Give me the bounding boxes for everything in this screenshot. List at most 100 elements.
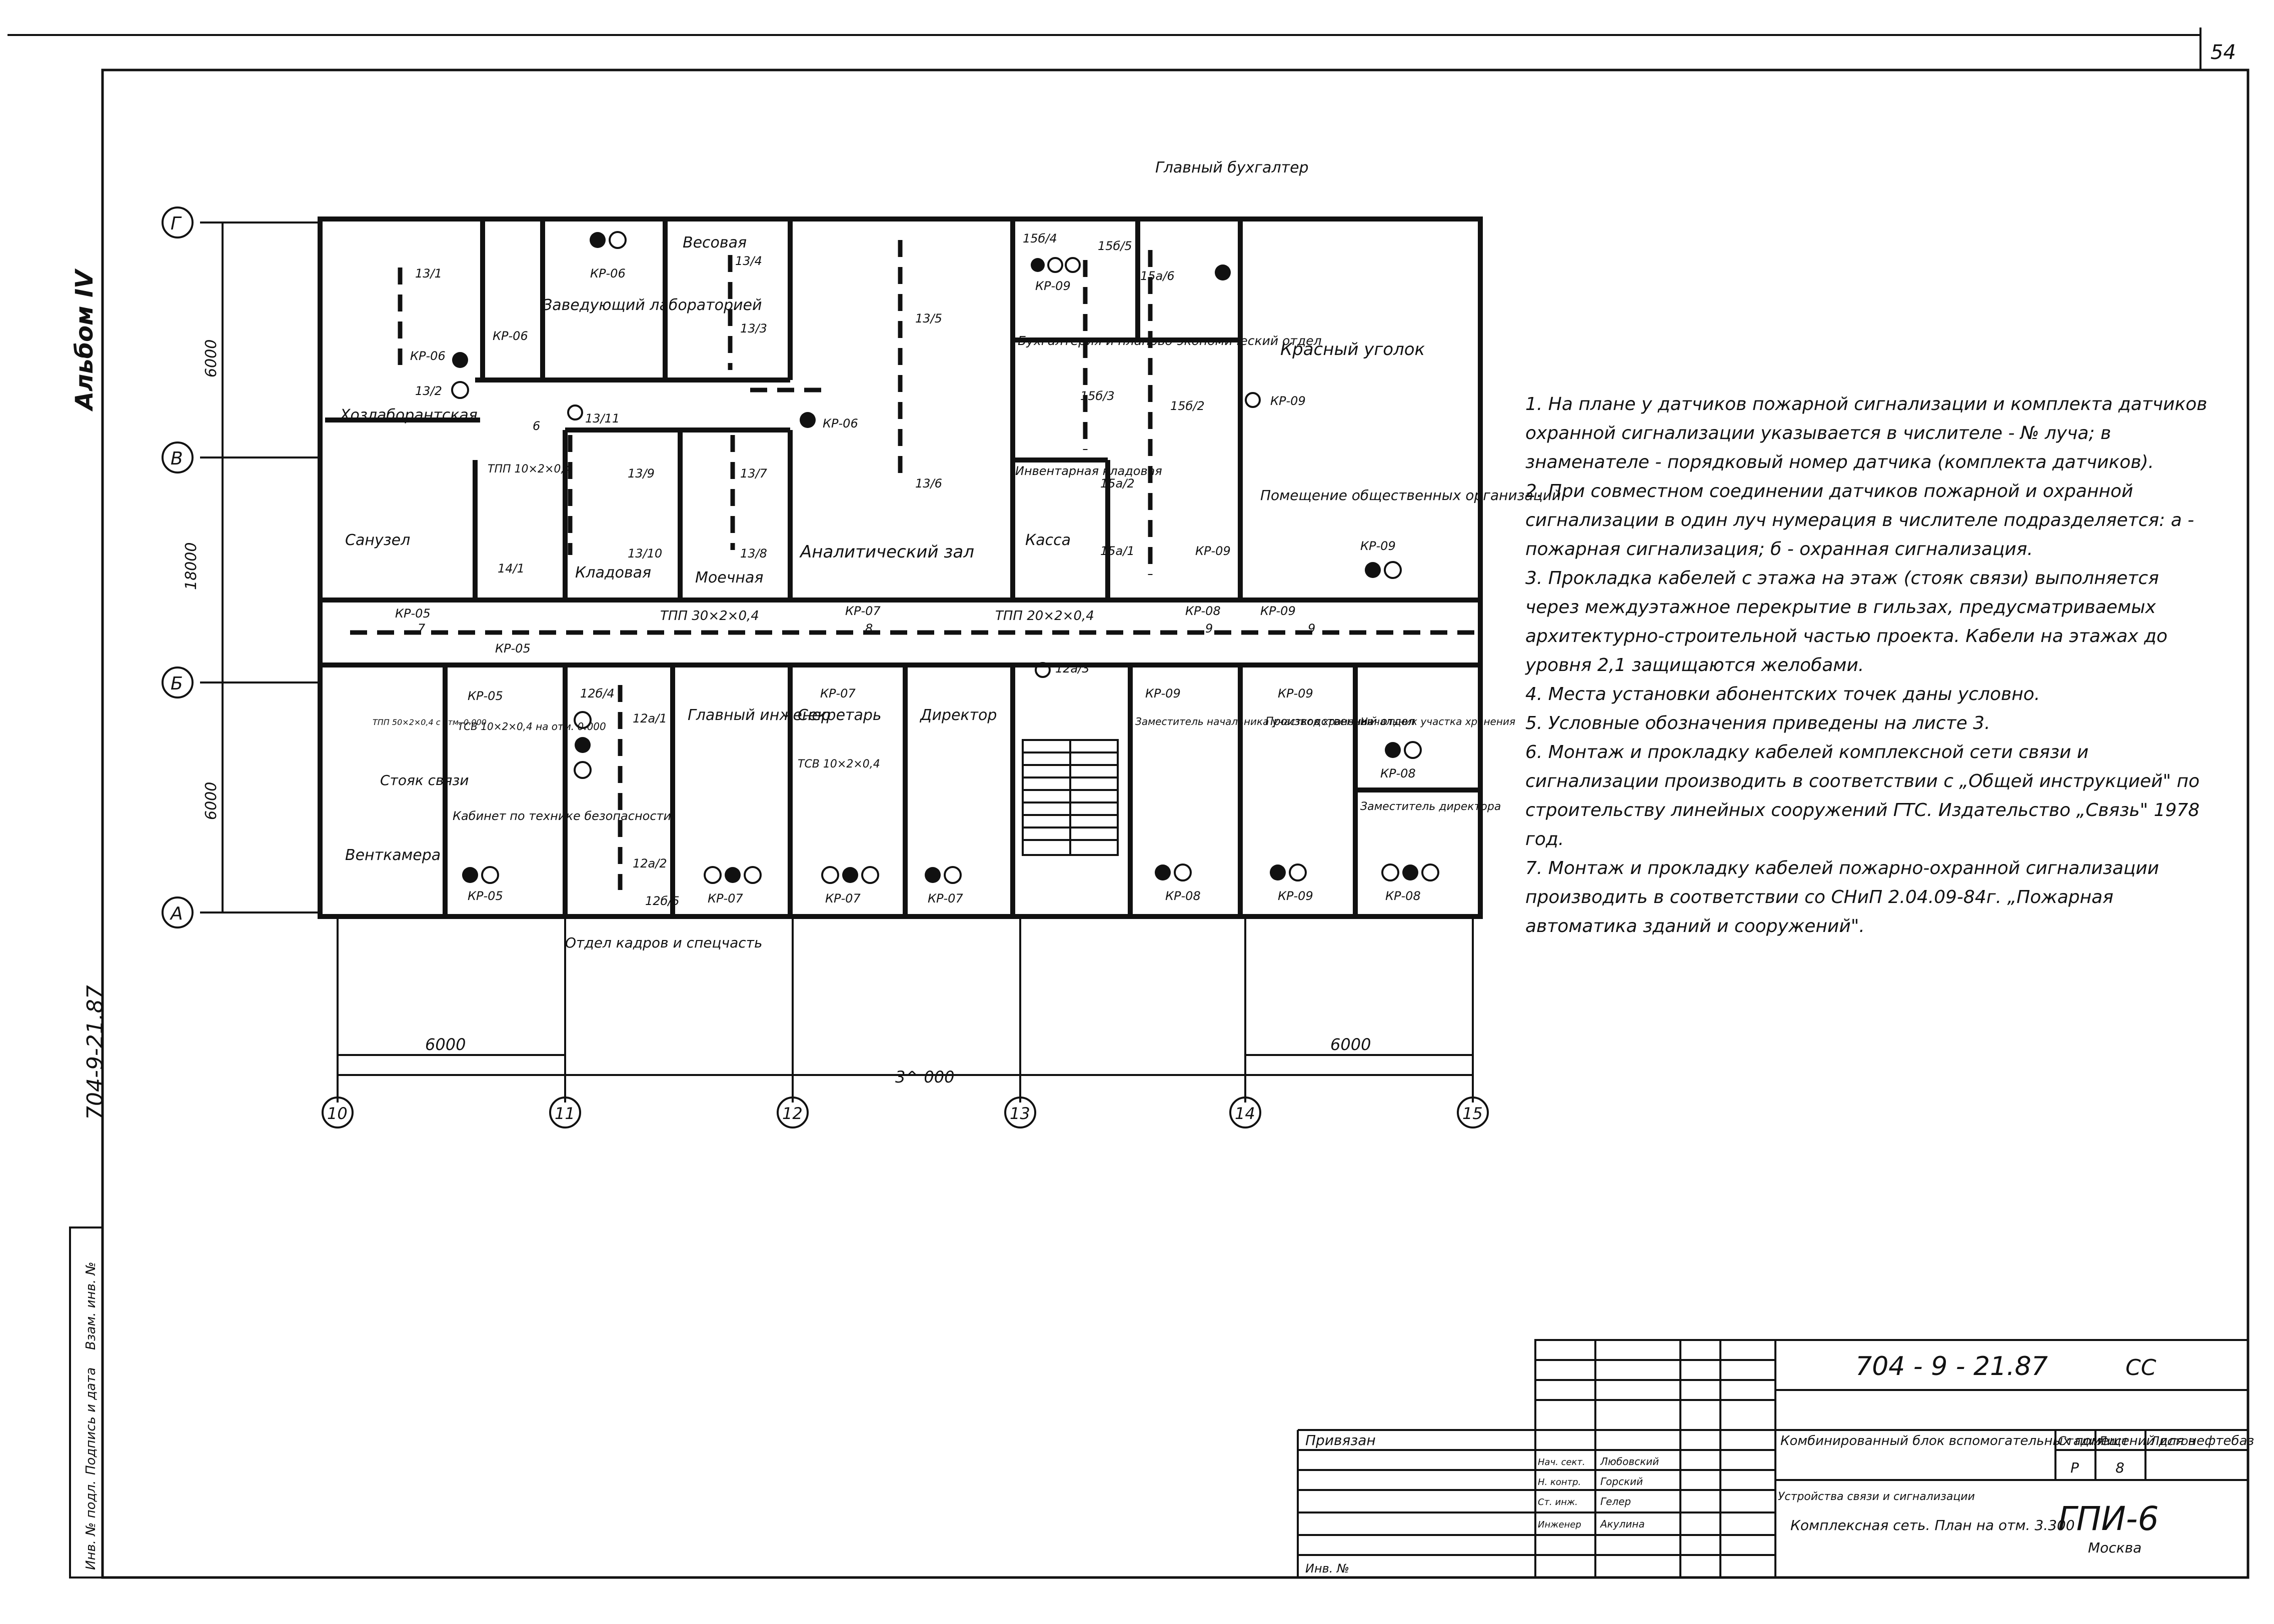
svg-text:Инвентарная кладовая: Инвентарная кладовая: [1015, 464, 1162, 478]
svg-text:Заместитель директора: Заместитель директора: [1360, 800, 1501, 813]
svg-text:КР-05: КР-05: [468, 889, 503, 903]
svg-text:КР-09: КР-09: [1145, 686, 1181, 700]
dim-bottom-2: 3^ 000: [895, 1068, 954, 1086]
axis-markers: Г В Б А 10 11 12 13 14 15: [162, 206, 1489, 1128]
svg-text:Стояк связи: Стояк связи: [380, 772, 469, 788]
svg-text:Красный уголок: Красный уголок: [1280, 340, 1425, 360]
svg-text:Аналитический зал: Аналитический зал: [799, 542, 974, 562]
outer-frame: [101, 68, 2249, 1579]
svg-text:КР-09: КР-09: [1035, 279, 1071, 293]
side-stamp-sign: Подпись и дата: [84, 1368, 99, 1475]
svg-text:КР-07: КР-07: [928, 892, 963, 906]
svg-text:12б/4: 12б/4: [580, 686, 615, 700]
svg-text:15а/1: 15а/1: [1100, 544, 1135, 558]
svg-text:13/7: 13/7: [740, 466, 768, 480]
svg-text:13/9: 13/9: [628, 466, 655, 480]
svg-text:Секретарь: Секретарь: [798, 706, 882, 724]
cable-labels: ТПП 30×2×0,4 ТПП 20×2×0,4 ТПП 10×2×0,4 Т…: [373, 463, 1094, 770]
note-3: 3. Прокладка кабелей с этажа на этаж (ст…: [1525, 568, 2168, 676]
svg-text:15а/2: 15а/2: [1100, 476, 1135, 490]
dim-bottom-1: 6000: [425, 1035, 466, 1054]
svg-text:КР-09: КР-09: [1195, 544, 1231, 558]
svg-text:8: 8: [865, 622, 873, 636]
svg-text:КР-06: КР-06: [493, 329, 528, 343]
svg-text:КР-06: КР-06: [823, 416, 858, 430]
svg-text:Директор: Директор: [919, 706, 997, 724]
svg-text:Бухгалтерия и планово-экономич: Бухгалтерия и планово-экономический отде…: [1018, 334, 1322, 348]
svg-text:13/2: 13/2: [415, 384, 442, 398]
svg-text:14/1: 14/1: [498, 562, 525, 576]
note-7: 7. Монтаж и прокладку кабелей пожарно-ох…: [1525, 858, 2159, 936]
dim-left-3: 6000: [203, 782, 220, 820]
side-stamp-inv: Инв. № подл.: [84, 1480, 99, 1570]
svg-text:КР-07: КР-07: [845, 604, 881, 618]
svg-text:Кабинет по технике безопасност: Кабинет по технике безопасности: [453, 809, 671, 823]
svg-text:13: 13: [1010, 1104, 1030, 1123]
room-labels: Хозлаборантская Заведующий лабораторией …: [339, 159, 1561, 951]
svg-text:Помещение общественных организ: Помещение общественных организаций: [1260, 487, 1561, 504]
svg-text:Начальник участка хранения: Начальник участка хранения: [1360, 716, 1515, 728]
svg-text:КР-09: КР-09: [1278, 889, 1313, 903]
svg-text:КР-05: КР-05: [468, 689, 503, 703]
svg-text:ТПП 50×2×0,4 с отм. 0.000: ТПП 50×2×0,4 с отм. 0.000: [373, 718, 487, 727]
svg-text:15б/5: 15б/5: [1098, 239, 1132, 253]
svg-text:Весовая: Весовая: [683, 234, 747, 252]
svg-text:13/1: 13/1: [415, 266, 442, 280]
svg-text:15б/4: 15б/4: [1023, 232, 1057, 246]
general-notes: 1. На плане у датчиков пожарной сигнализ…: [1525, 390, 2215, 941]
svg-text:Главный инженер: Главный инженер: [688, 706, 831, 724]
svg-text:КР-08: КР-08: [1380, 766, 1416, 780]
svg-text:12а/2: 12а/2: [633, 856, 667, 870]
dim-bottom-3: 6000: [1330, 1035, 1371, 1054]
svg-text:ТСВ 10×2×0,4: ТСВ 10×2×0,4: [798, 758, 880, 770]
svg-text:11: 11: [555, 1104, 575, 1123]
dim-left-2: 18000: [183, 542, 200, 590]
svg-text:КР-07: КР-07: [820, 686, 856, 700]
svg-text:Заведующий лабораторией: Заведующий лабораторией: [543, 296, 762, 314]
svg-text:Санузел: Санузел: [345, 532, 410, 549]
cable-routes: [350, 240, 1475, 890]
dimension-lines: [215, 222, 1473, 1076]
svg-text:14: 14: [1235, 1104, 1255, 1123]
svg-text:КР-07: КР-07: [825, 892, 861, 906]
svg-text:КР-05: КР-05: [395, 606, 431, 620]
sheet-number: 54: [2210, 41, 2236, 64]
svg-text:Производственный отдел: Производственный отдел: [1265, 716, 1415, 728]
svg-text:Отдел кадров и спецчасть: Отдел кадров и спецчасть: [565, 934, 762, 951]
svg-text:КР-05: КР-05: [495, 642, 531, 656]
svg-text:Кладовая: Кладовая: [575, 564, 651, 582]
svg-text:КР-09: КР-09: [1278, 686, 1313, 700]
note-6: 6. Монтаж и прокладку кабелей комплексно…: [1525, 742, 2200, 850]
svg-text:15а/6: 15а/6: [1140, 269, 1175, 283]
svg-text:12: 12: [782, 1104, 803, 1123]
svg-text:А: А: [170, 904, 183, 924]
staircase: [1022, 739, 1119, 856]
svg-text:Хозлаборантская: Хозлаборантская: [339, 406, 478, 424]
building-walls: [318, 216, 1483, 919]
dim-left-1: 6000: [203, 340, 220, 378]
svg-text:КР-08: КР-08: [1385, 889, 1421, 903]
svg-text:КР-09: КР-09: [1270, 394, 1306, 408]
svg-text:КР-09: КР-09: [1260, 604, 1296, 618]
svg-text:15б/3: 15б/3: [1080, 389, 1115, 403]
side-stamp-replace: Взам. инв. №: [84, 1262, 99, 1350]
note-1: 1. На плане у датчиков пожарной сигнализ…: [1525, 394, 2207, 472]
svg-text:КР-09: КР-09: [1360, 539, 1396, 553]
sensor-symbols: [451, 231, 1439, 884]
svg-text:15б/2: 15б/2: [1170, 399, 1205, 413]
svg-text:Касса: Касса: [1025, 532, 1071, 549]
note-4: 4. Места установки абонентских точек дан…: [1525, 684, 2040, 704]
svg-text:12а/1: 12а/1: [633, 712, 667, 726]
svg-text:13/4: 13/4: [735, 254, 762, 268]
note-5: 5. Условные обозначения приведены на лис…: [1525, 713, 1990, 734]
svg-text:КР-06: КР-06: [590, 266, 626, 280]
svg-text:7: 7: [418, 622, 426, 636]
sensor-numbers: 13/1 13/2 13/3 13/4 13/5 13/6 13/7 13/8 …: [415, 232, 1315, 908]
svg-text:Венткамера: Венткамера: [345, 846, 441, 864]
side-stamp-box: [69, 1226, 104, 1578]
svg-text:В: В: [171, 448, 183, 469]
svg-text:13/11: 13/11: [585, 412, 620, 426]
svg-text:ТСВ 10×2×0,4 на отм. 0.000: ТСВ 10×2×0,4 на отм. 0.000: [458, 720, 606, 732]
svg-text:12б/5: 12б/5: [645, 894, 680, 908]
